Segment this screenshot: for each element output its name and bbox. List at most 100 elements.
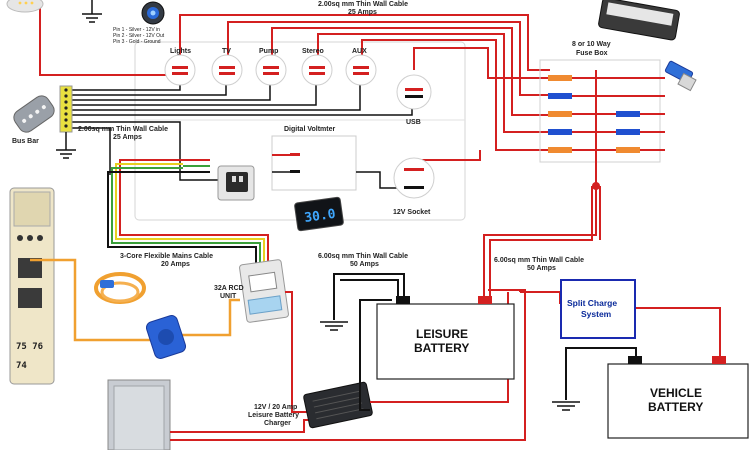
hookup-plug-icon (94, 272, 146, 304)
leisure-battery (376, 296, 515, 380)
fuse-box-label-line2: Fuse Box (576, 50, 608, 57)
bus-bar-photo (13, 95, 55, 133)
bus-bar-label: Bus Bar (12, 138, 39, 145)
leisure-battery-label-line2: BATTERY (414, 341, 469, 355)
leisure-battery-label-line1: LEISURE (416, 327, 468, 341)
vehicle-ground-wire (565, 347, 637, 400)
fuse-icon (664, 60, 697, 92)
switch-feed-wires (39, 8, 550, 170)
hookup-post: 75 76 74 (9, 187, 55, 385)
split-charge-label-line2: System (581, 309, 612, 319)
voltmeter-label: Digital Voltmter (284, 126, 335, 133)
leisure-ground-wires (333, 273, 405, 320)
bus-bar (56, 85, 76, 159)
wire-red-7 (413, 47, 550, 79)
wire-red-6 (361, 39, 550, 151)
voltmeter-black-terminal (290, 170, 300, 173)
battery-charger (303, 381, 373, 429)
pin1-label: Pin 1 - Silver - 12V in (113, 27, 160, 33)
rcd-to-charger-wire (285, 291, 318, 413)
switch-lights (164, 54, 196, 86)
charger-label-line1: 12V / 20 Amp (254, 404, 297, 411)
wire-red-4 (271, 27, 550, 116)
cable-6mm-right-amps: 50 Amps (527, 265, 556, 272)
socket-12v-label: 12V Socket (393, 209, 431, 216)
fuse-rows (548, 70, 665, 190)
pin3-label: Pin 3 - Gold - Ground (113, 39, 161, 45)
mains-cable-label: 3-Core Flexible Mains Cable (120, 253, 213, 260)
mains-socket (217, 165, 255, 201)
battery-terminal-icon (628, 356, 642, 364)
ground-icon (82, 0, 102, 23)
cable-6mm-left-amps: 50 Amps (350, 261, 379, 268)
voltmeter-red-terminal (290, 153, 300, 156)
charger-label-line2: Leisure Battery (248, 412, 299, 419)
socket-12v (393, 157, 435, 199)
fuse-box-photo (598, 0, 680, 41)
fuse-blue-1 (548, 93, 572, 99)
fuse-box-label-line1: 8 or 10 Way (572, 41, 611, 48)
main-feed-wires (170, 186, 721, 441)
voltmeter-display: 30.0 (294, 196, 344, 232)
switch-tv (211, 54, 243, 86)
hookup-cable (30, 258, 150, 342)
fuse-orange-1 (548, 75, 572, 81)
voltmeter-panel-box (271, 135, 357, 191)
ground-icon (552, 401, 580, 411)
usb-socket (396, 74, 432, 110)
wire-red-2 (179, 14, 550, 71)
rcd-hookup-cable (178, 298, 240, 337)
cable-left-amps: 25 Amps (113, 134, 142, 141)
vehicle-battery (607, 356, 749, 439)
meter-reading-bottom: 74 (16, 361, 27, 371)
usb-label: USB (406, 119, 421, 126)
rcd-label-line1: 32A RCD (214, 285, 244, 292)
switch-tv-label: TV (222, 48, 231, 55)
split-charge-label-line1: Split Charge (567, 298, 617, 308)
fuse-blue-3 (616, 111, 640, 117)
ground-icon (320, 321, 348, 331)
switch-lights-label: Lights (170, 48, 191, 55)
fuse-orange-3 (548, 147, 572, 153)
rcd-unit (239, 259, 289, 323)
pin2-label: Pin 2 - Silver - 12V Out (113, 33, 165, 39)
charger-label-line3: Charger (264, 420, 291, 427)
rcd-label-line2: UNIT (220, 293, 237, 300)
meter-reading-top: 75 76 (16, 342, 43, 352)
switch-pump-label: Pump (259, 48, 278, 55)
vehicle-battery-label-line1: VEHICLE (650, 386, 702, 400)
switch-aux (345, 54, 377, 86)
fuse-orange-4 (616, 147, 640, 153)
socket-feed-wires (183, 159, 210, 173)
fuse-blue-4 (616, 129, 640, 135)
ground-icon (56, 149, 76, 159)
battery-terminal-icon (712, 356, 726, 364)
switch-stereo-label: Stereo (302, 48, 324, 55)
wire-red-5 (317, 33, 550, 133)
voltmeter-reading: 30.0 (303, 207, 336, 226)
switch-photo (141, 1, 165, 25)
switch-aux-label: AUX (352, 48, 367, 55)
cable-top-label: 2.00sq mm Thin Wall Cable (318, 1, 408, 8)
cable-6mm-left-label: 6.00sq mm Thin Wall Cable (318, 253, 408, 260)
cable-6mm-right-label: 6.00sq mm Thin Wall Cable (494, 257, 584, 264)
mains-cable-amps: 20 Amps (161, 261, 190, 268)
fuse-orange-2 (548, 111, 572, 117)
fuse-box (539, 59, 661, 163)
fridge (107, 379, 171, 450)
switch-stereo (301, 54, 333, 86)
battery-terminal-icon (478, 296, 492, 304)
cable-top-amps: 25 Amps (348, 9, 377, 16)
vehicle-battery-label-line2: BATTERY (648, 400, 703, 414)
fuse-blue-2 (548, 129, 572, 135)
battery-terminal-icon (396, 296, 410, 304)
split-charge-box (560, 279, 636, 339)
hookup-socket (145, 315, 187, 359)
cable-left-label: 2.00sq mm Thin Wall Cable (78, 126, 168, 133)
mains-cable (107, 159, 269, 265)
switch-pump (255, 54, 287, 86)
ground-wires (70, 84, 413, 189)
fridge-wires (170, 419, 318, 441)
